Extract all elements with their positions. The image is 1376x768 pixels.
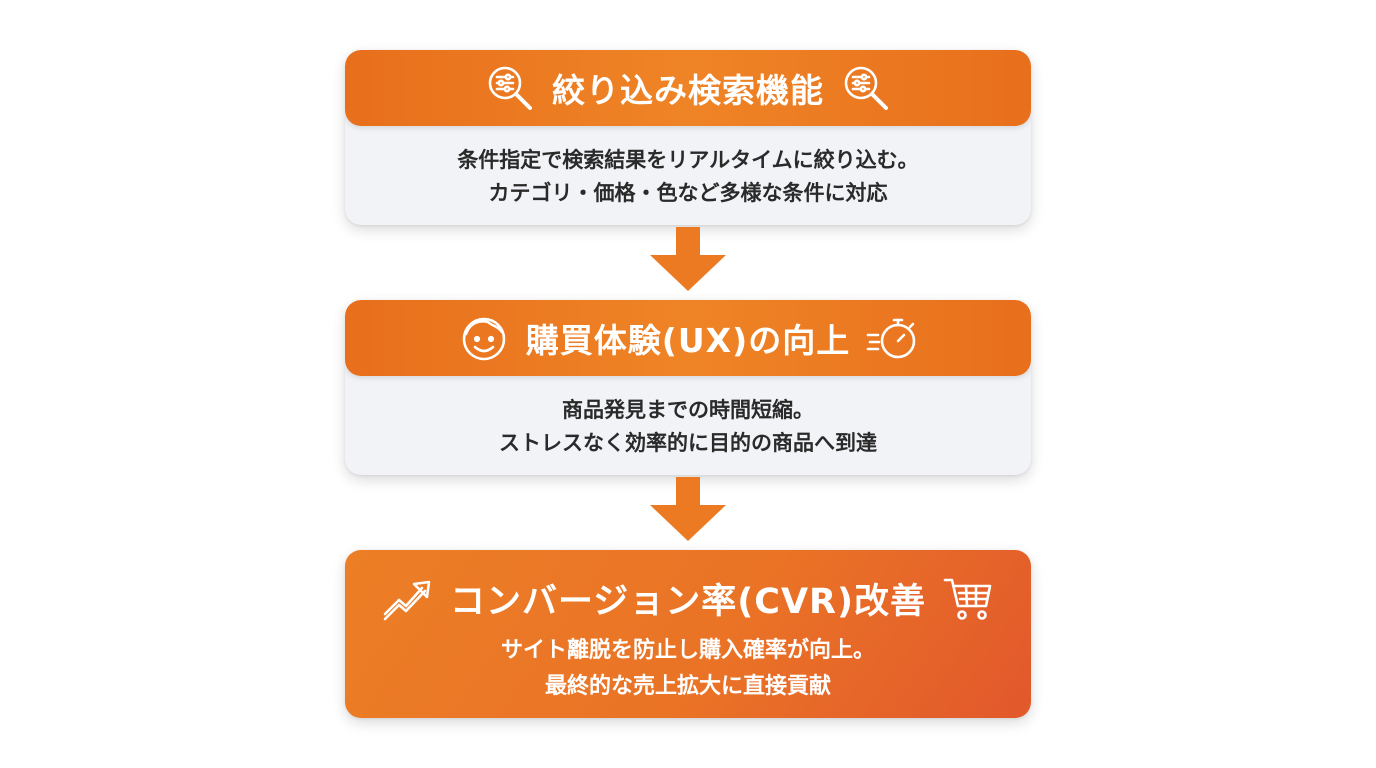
step-title: コンバージョン率(CVR)改善 bbox=[449, 581, 927, 622]
step-header: 購買体験(UX)の向上 bbox=[345, 300, 1031, 376]
step-header: 絞り込み検索機能 bbox=[345, 50, 1031, 126]
trend-up-icon bbox=[382, 572, 434, 624]
step-description: 条件指定で検索結果をリアルタイムに絞り込む。 カテゴリ・価格・色など多様な条件に… bbox=[345, 144, 1031, 210]
search-filter-icon bbox=[484, 62, 536, 114]
description-line: ストレスなく効率的に目的の商品へ到達 bbox=[499, 431, 877, 455]
stopwatch-icon bbox=[866, 312, 918, 364]
description-line: 商品発見までの時間短縮。 bbox=[562, 398, 814, 422]
down-arrow-icon bbox=[648, 477, 728, 543]
step-card-cvr-improvement: コンバージョン率(CVR)改善 サイト離脱を防止し購入確率が向上。 最終的な売上… bbox=[345, 550, 1031, 718]
shopping-cart-icon bbox=[942, 572, 994, 624]
down-arrow-icon bbox=[648, 227, 728, 293]
description-line: カテゴリ・価格・色など多様な条件に対応 bbox=[488, 181, 888, 205]
smiley-face-icon bbox=[458, 312, 510, 364]
description-line: 最終的な売上拡大に直接貢献 bbox=[544, 674, 831, 699]
step-title: 絞り込み検索機能 bbox=[552, 71, 824, 110]
step-description: 商品発見までの時間短縮。 ストレスなく効率的に目的の商品へ到達 bbox=[345, 394, 1031, 460]
step-description: サイト離脱を防止し購入確率が向上。 最終的な売上拡大に直接貢献 bbox=[345, 633, 1031, 705]
step-title: 購買体験(UX)の向上 bbox=[525, 321, 851, 360]
step-header: コンバージョン率(CVR)改善 bbox=[345, 550, 1031, 646]
description-line: 条件指定で検索結果をリアルタイムに絞り込む。 bbox=[457, 148, 919, 172]
search-filter-icon bbox=[840, 62, 892, 114]
step-card-ux-improvement: 購買体験(UX)の向上 商品発見までの時間短縮。 ストレスなく効率的に目的の商品… bbox=[345, 300, 1031, 475]
step-card-filter-search: 絞り込み検索機能 条件指定で検索結果をリアルタイムに絞り込む。 カテゴリ・価格・… bbox=[345, 50, 1031, 225]
description-line: サイト離脱を防止し購入確率が向上。 bbox=[500, 638, 875, 663]
